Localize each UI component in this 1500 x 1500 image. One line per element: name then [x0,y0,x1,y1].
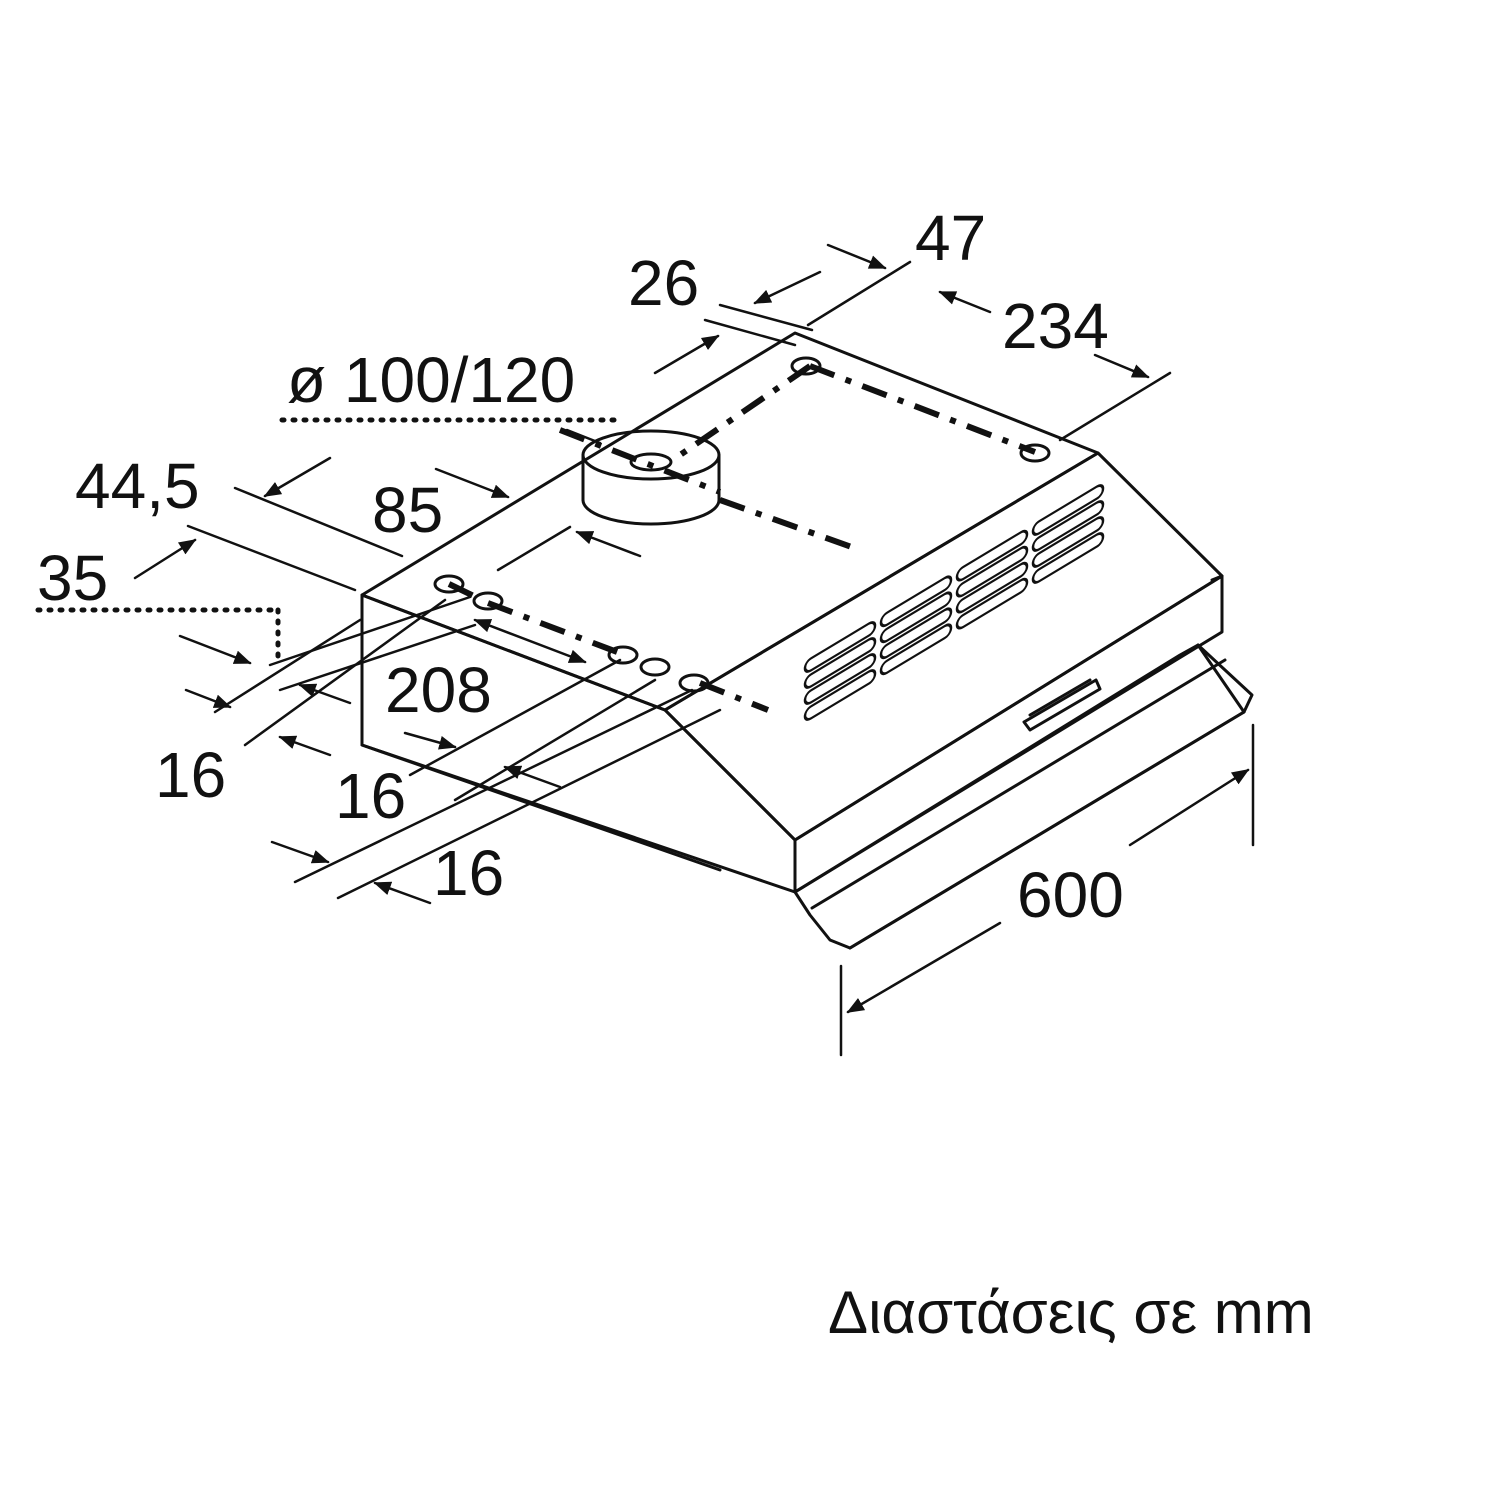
mounting-hole-icon [433,574,465,594]
dim-duct-diameter: ø 100/120 [287,344,575,416]
units-caption: Διαστάσεις σε mm [828,1279,1314,1346]
dimension-lines [35,243,1255,1057]
mounting-hole-icon [678,673,710,693]
dim-234: 234 [1002,290,1109,362]
mounting-hole-icon [607,645,639,665]
dim-44-5: 44,5 [75,450,200,522]
dim-16-bottom: 16 [433,837,504,909]
control-slider [1022,678,1102,732]
mounting-hole-icon [639,657,671,677]
hood-front-strip [793,574,1224,894]
hood-body [360,331,1224,894]
mounting-holes [433,356,1051,693]
extractor-tray [793,643,1254,950]
mounting-hole-icon [472,591,504,611]
dim-35: 35 [37,542,108,614]
dimension-labels: 47 26 234 ø 100/120 44,5 85 35 208 16 16… [37,202,1124,931]
dim-16-left: 16 [155,739,226,811]
mounting-hole-icon [1019,443,1051,463]
dim-600: 600 [1017,859,1124,931]
duct-collar [581,429,721,526]
dim-85: 85 [372,474,443,546]
dim-208: 208 [385,654,492,726]
dim-16-middle: 16 [335,760,406,832]
vent-grille [803,484,1105,721]
hood-left-face [360,593,797,894]
dim-26: 26 [628,247,699,319]
mounting-hole-icon [790,356,822,376]
hood-front-band [663,451,1224,842]
dim-47: 47 [915,202,986,274]
